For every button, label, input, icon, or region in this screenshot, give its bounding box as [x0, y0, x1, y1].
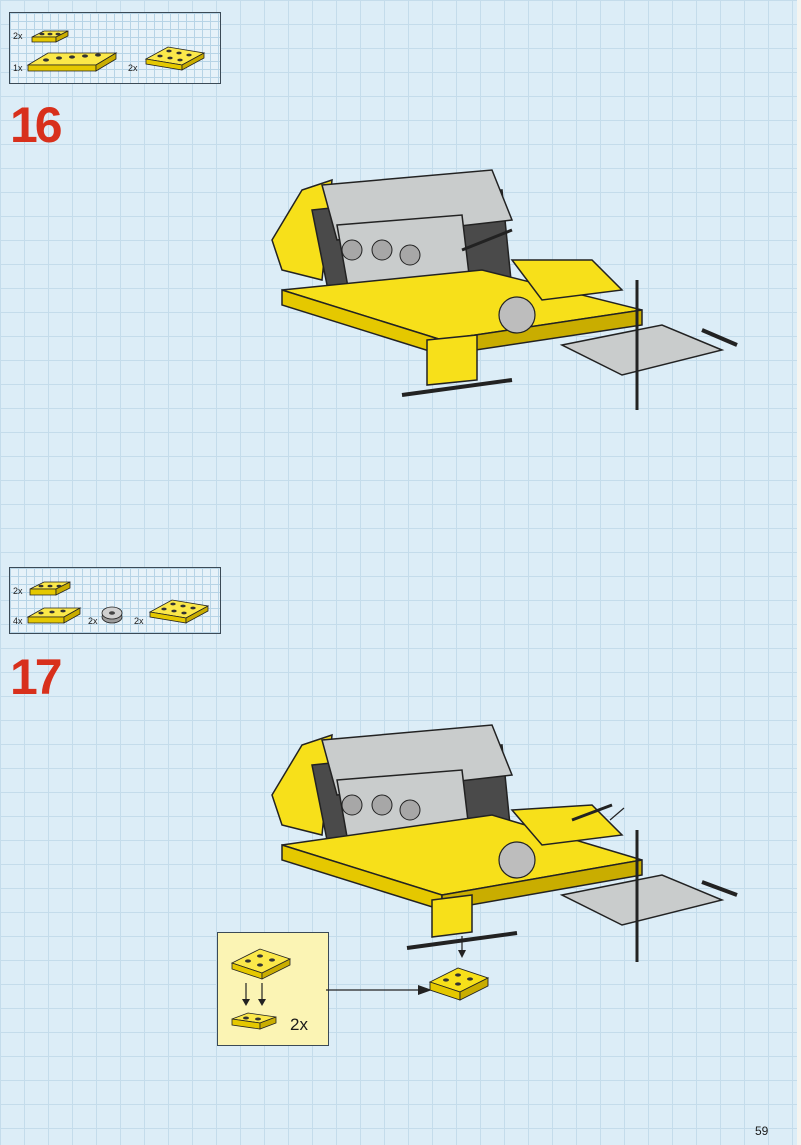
step-number-16: 16	[10, 97, 63, 153]
down-arrow-icon	[242, 983, 266, 1006]
vehicle-model-step-16	[271, 169, 738, 410]
yellow-plate-1x4-icon	[31, 30, 69, 43]
part-qty: 4x	[13, 616, 23, 626]
yellow-plate-1x4-icon	[29, 581, 71, 596]
part-qty: 2x	[13, 586, 23, 596]
yellow-plate-2x2-subassembly-icon	[428, 967, 490, 1001]
parts-box-step-17: 2x 4x 2x 2x	[9, 567, 221, 634]
part-qty: 2x	[13, 31, 23, 41]
step-number-17: 17	[10, 649, 63, 705]
gray-gear-icon	[101, 606, 123, 624]
yellow-plate-2x4-icon	[148, 599, 210, 624]
yellow-plate-1x2-icon	[231, 1012, 277, 1030]
yellow-plate-1x4-icon	[26, 607, 82, 624]
part-qty: 2x	[134, 616, 144, 626]
subassembly-callout: 2x	[217, 932, 329, 1046]
part-qty: 1x	[13, 63, 23, 73]
callout-arrow	[326, 985, 432, 995]
part-qty: 2x	[128, 63, 138, 73]
page-number: 59	[755, 1124, 769, 1138]
part-qty: 2x	[88, 616, 98, 626]
parts-box-step-16: 2x 1x 2x	[9, 12, 221, 84]
yellow-plate-2x2-icon	[230, 948, 292, 980]
subassembly-qty: 2x	[290, 1015, 308, 1034]
yellow-plate-2x4-icon	[144, 46, 206, 71]
page-margin	[797, 0, 801, 1145]
yellow-plate-1x6-icon	[26, 52, 118, 72]
vehicle-model-step-17	[271, 724, 738, 962]
